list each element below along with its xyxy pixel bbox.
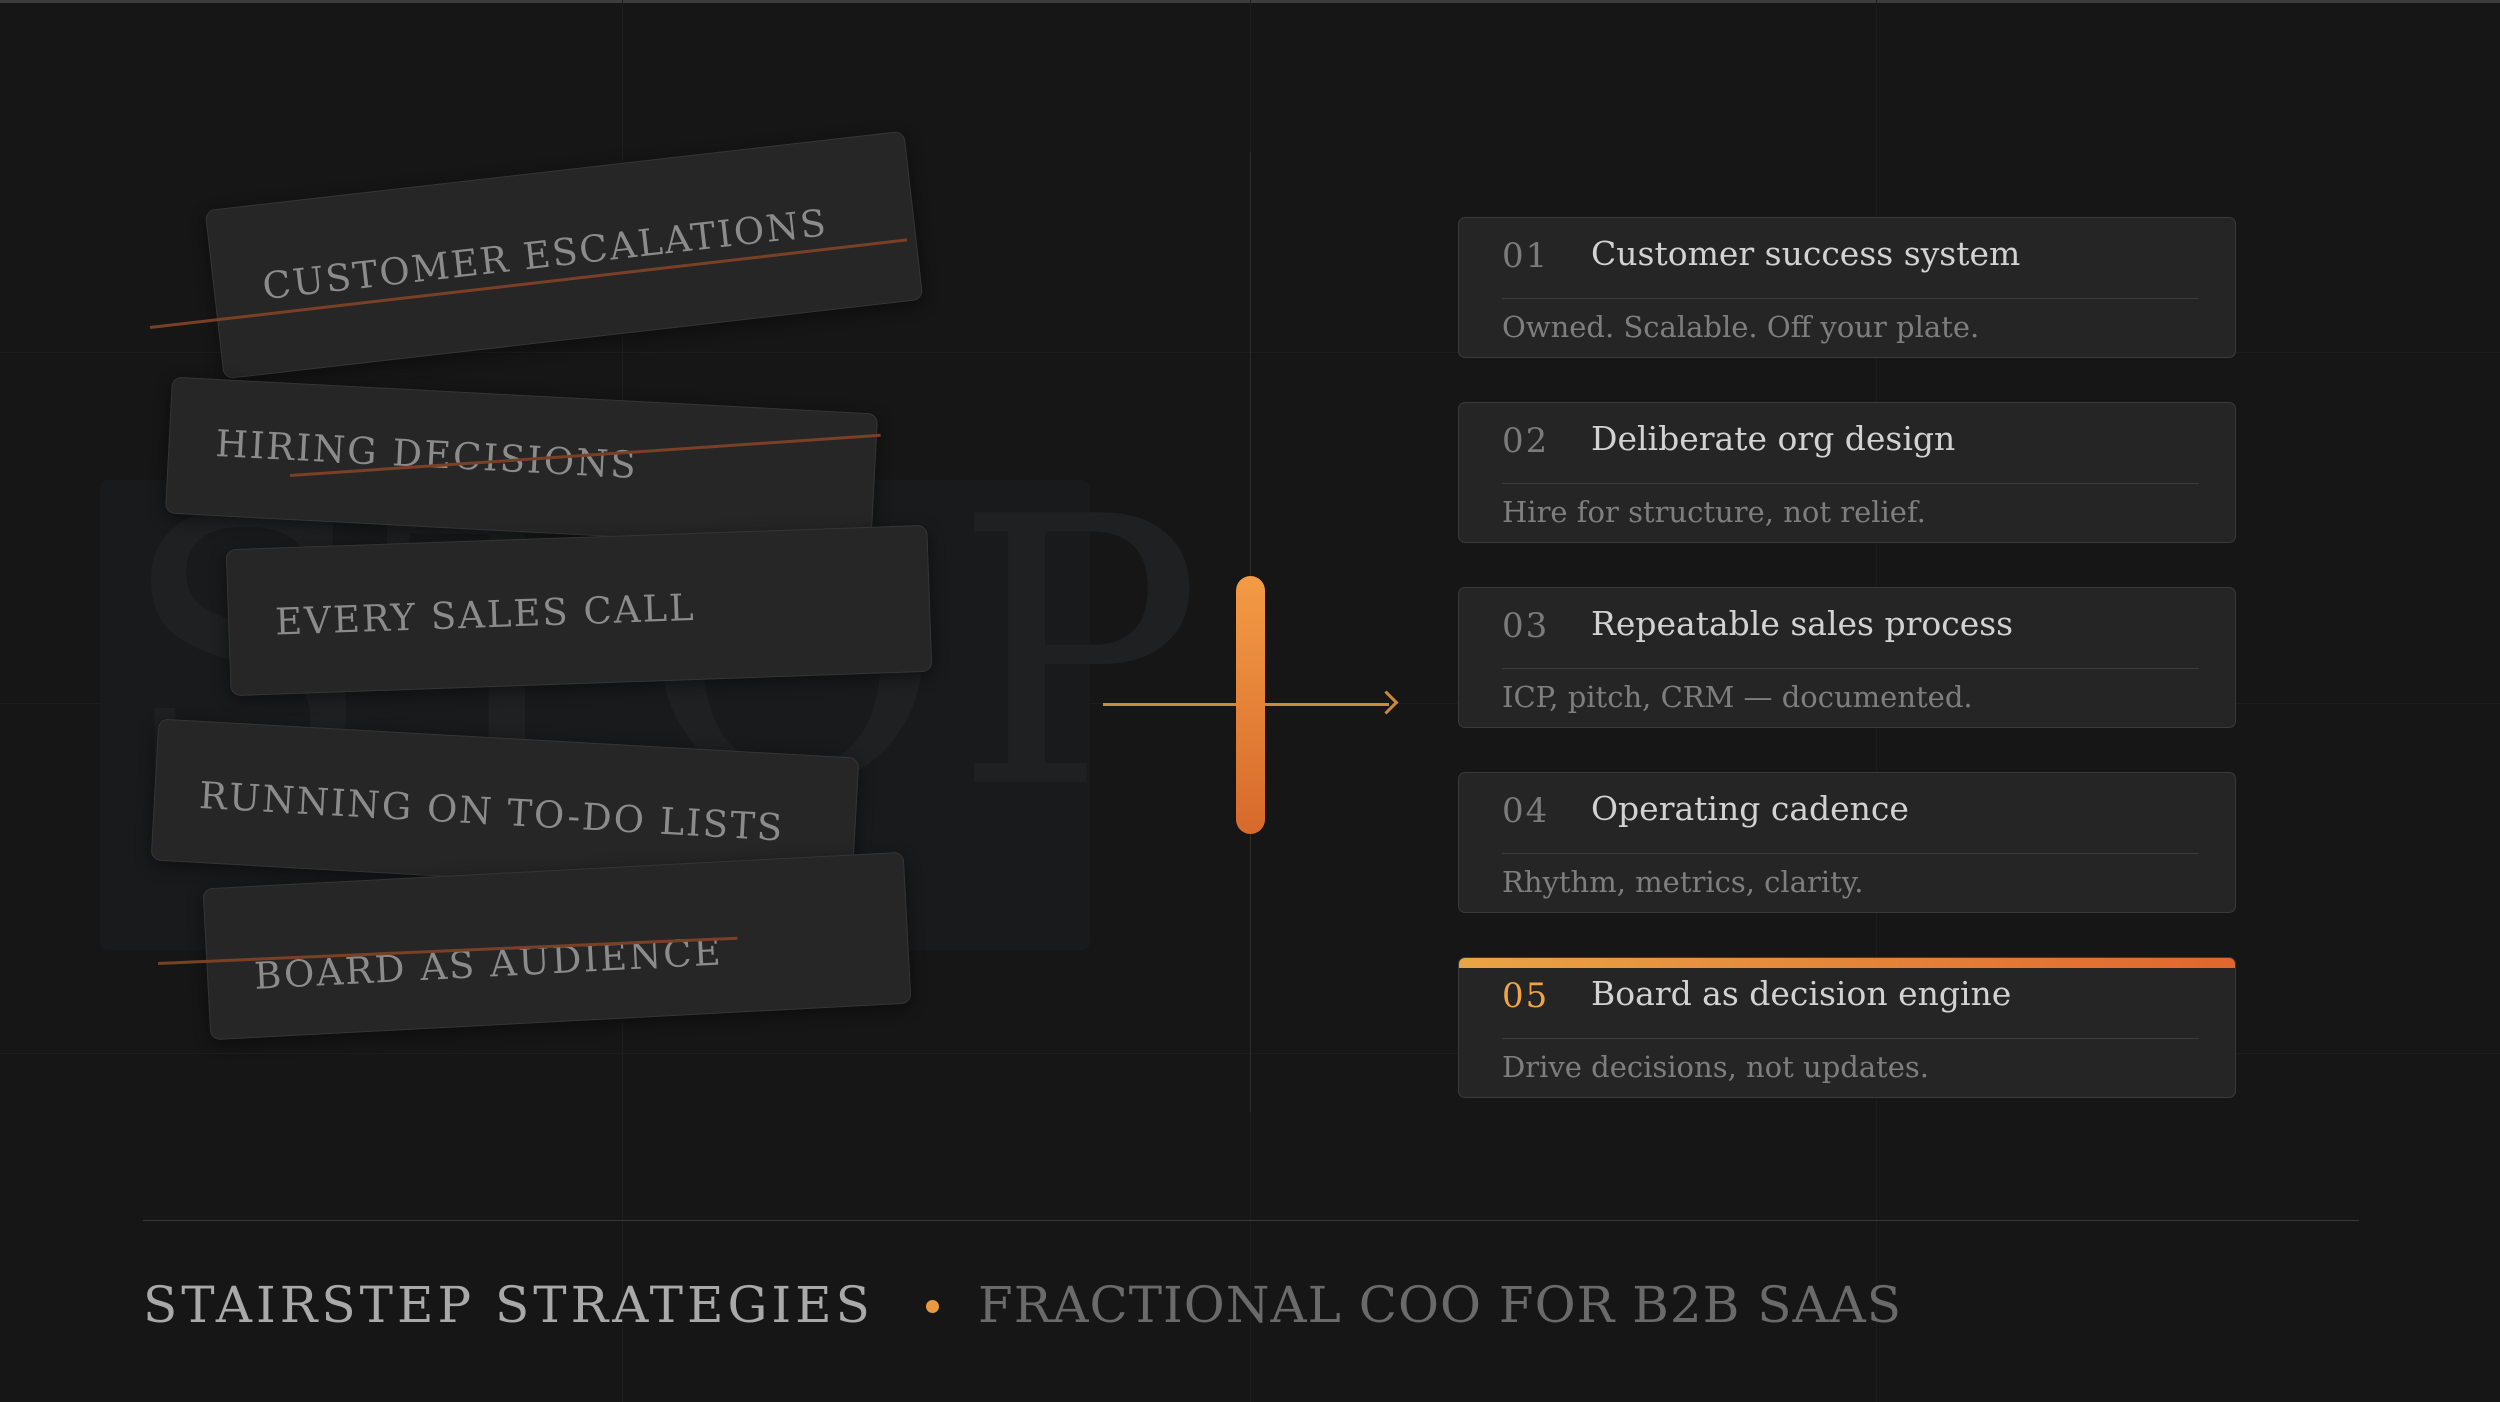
step-subtitle: Hire for structure, not relief. — [1502, 495, 1926, 529]
active-accent-bar — [1459, 958, 2235, 968]
stop-card: EVERY SALES CALL — [225, 524, 933, 697]
step-title: Board as decision engine — [1591, 974, 2012, 1013]
step-divider — [1502, 1038, 2199, 1039]
step-card-active: 05 Board as decision engine Drive decisi… — [1458, 957, 2236, 1098]
step-divider — [1502, 483, 2199, 484]
step-divider — [1502, 668, 2199, 669]
step-subtitle: ICP, pitch, CRM — documented. — [1502, 680, 1973, 714]
step-number: 03 — [1502, 606, 1550, 646]
step-number: 02 — [1502, 421, 1550, 461]
step-subtitle: Drive decisions, not updates. — [1502, 1050, 1930, 1084]
step-title: Operating cadence — [1591, 789, 1909, 828]
stop-card-label: RUNNING ON TO-DO LISTS — [198, 773, 786, 850]
step-subtitle: Owned. Scalable. Off your plate. — [1502, 310, 1980, 344]
brand-name: STAIRSTEP STRATEGIES — [143, 1276, 874, 1334]
step-number: 04 — [1502, 791, 1550, 831]
step-card: 02 Deliberate org design Hire for struct… — [1458, 402, 2236, 543]
step-subtitle: Rhythm, metrics, clarity. — [1502, 865, 1864, 899]
step-card: 04 Operating cadence Rhythm, metrics, cl… — [1458, 772, 2236, 913]
step-number: 05 — [1502, 976, 1550, 1016]
stop-card: CUSTOMER ESCALATIONS — [204, 130, 924, 380]
step-card: 01 Customer success system Owned. Scalab… — [1458, 217, 2236, 358]
step-divider — [1502, 298, 2199, 299]
separator-dot-icon — [926, 1300, 939, 1313]
stop-card-label: EVERY SALES CALL — [274, 585, 697, 644]
step-divider — [1502, 853, 2199, 854]
step-number: 01 — [1502, 236, 1550, 276]
transition-pill — [1236, 576, 1265, 834]
arrow-icon — [1374, 690, 1399, 715]
step-title: Customer success system — [1591, 234, 2021, 273]
step-title: Repeatable sales process — [1591, 604, 2014, 643]
step-card: 03 Repeatable sales process ICP, pitch, … — [1458, 587, 2236, 728]
footer-divider — [143, 1220, 2359, 1221]
step-title: Deliberate org design — [1591, 419, 1956, 458]
brand-tagline: FRACTIONAL COO FOR B2B SAAS — [978, 1276, 1903, 1334]
stop-card-label: CUSTOMER ESCALATIONS — [260, 201, 830, 309]
